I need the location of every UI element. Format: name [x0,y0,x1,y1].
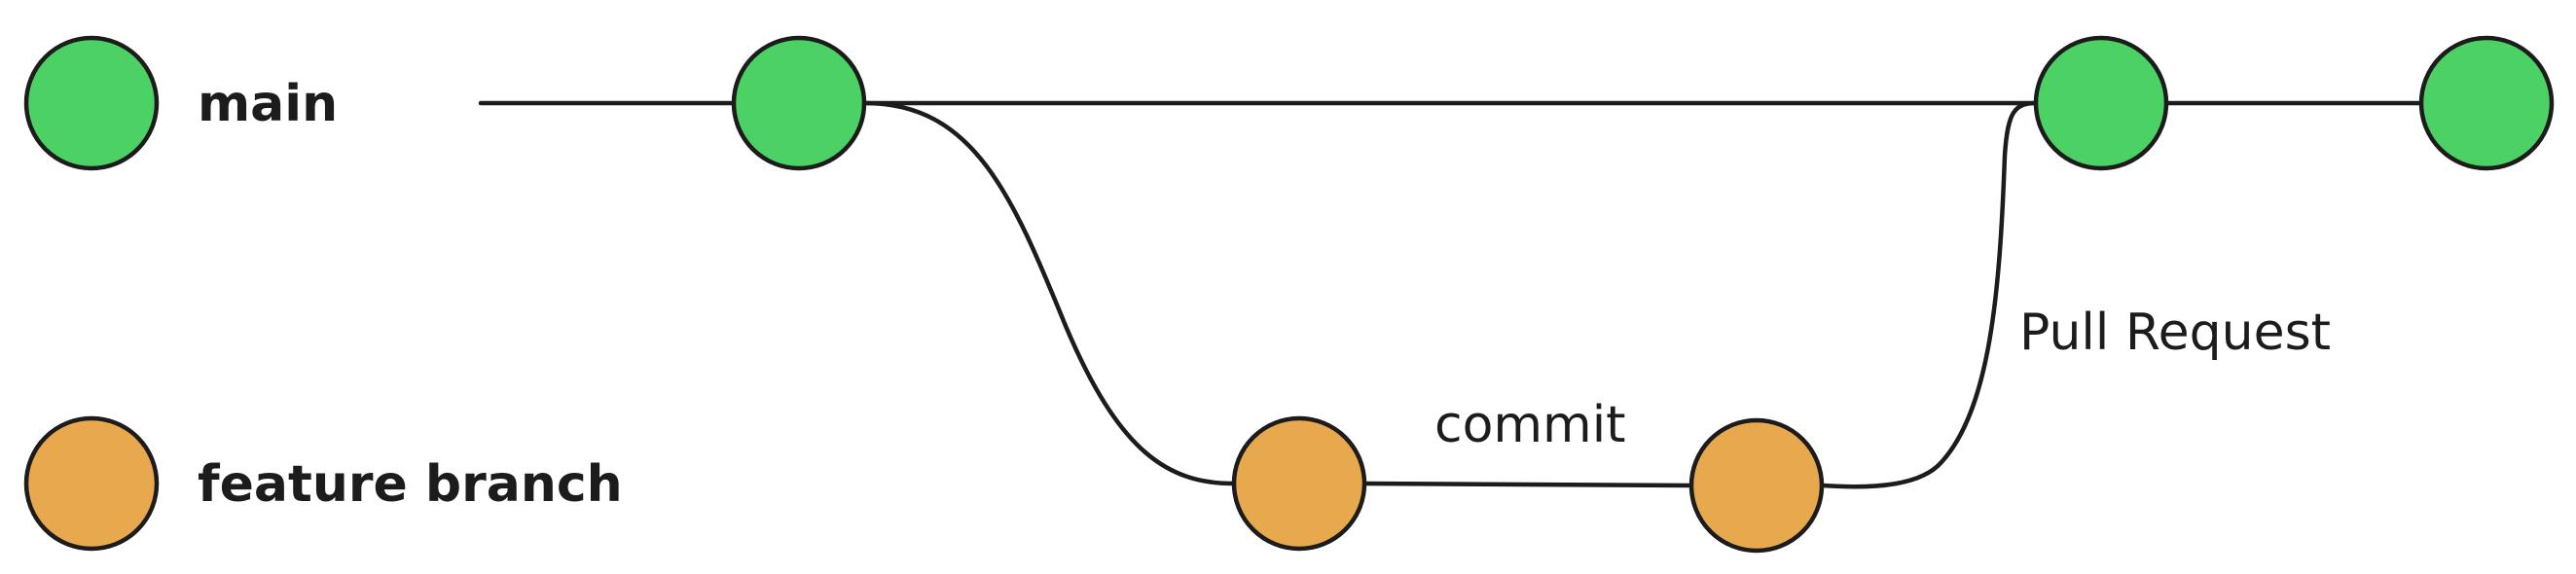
legend-feature-label: feature branch [198,455,623,514]
feature-commit-2 [1688,417,1825,554]
commit-nodes [731,35,2555,554]
main-commit-3 [2418,35,2555,171]
edge-labels: commit Pull Request [1434,304,2331,454]
main-commit-1 [731,35,867,171]
legend-feature-node [23,415,160,552]
branch-off-curve [862,100,1237,486]
pull-request-label: Pull Request [2019,304,2331,362]
pull-request-curve [1820,100,2039,489]
feature-commit-1 [1231,415,1367,552]
legend: main feature branch [23,35,623,552]
main-merge-commit [2033,35,2169,171]
commit-label: commit [1434,396,1626,454]
legend-main-node [23,35,160,171]
legend-main-label: main [198,75,338,133]
edges [478,100,2424,489]
commit-line [1361,481,1693,488]
